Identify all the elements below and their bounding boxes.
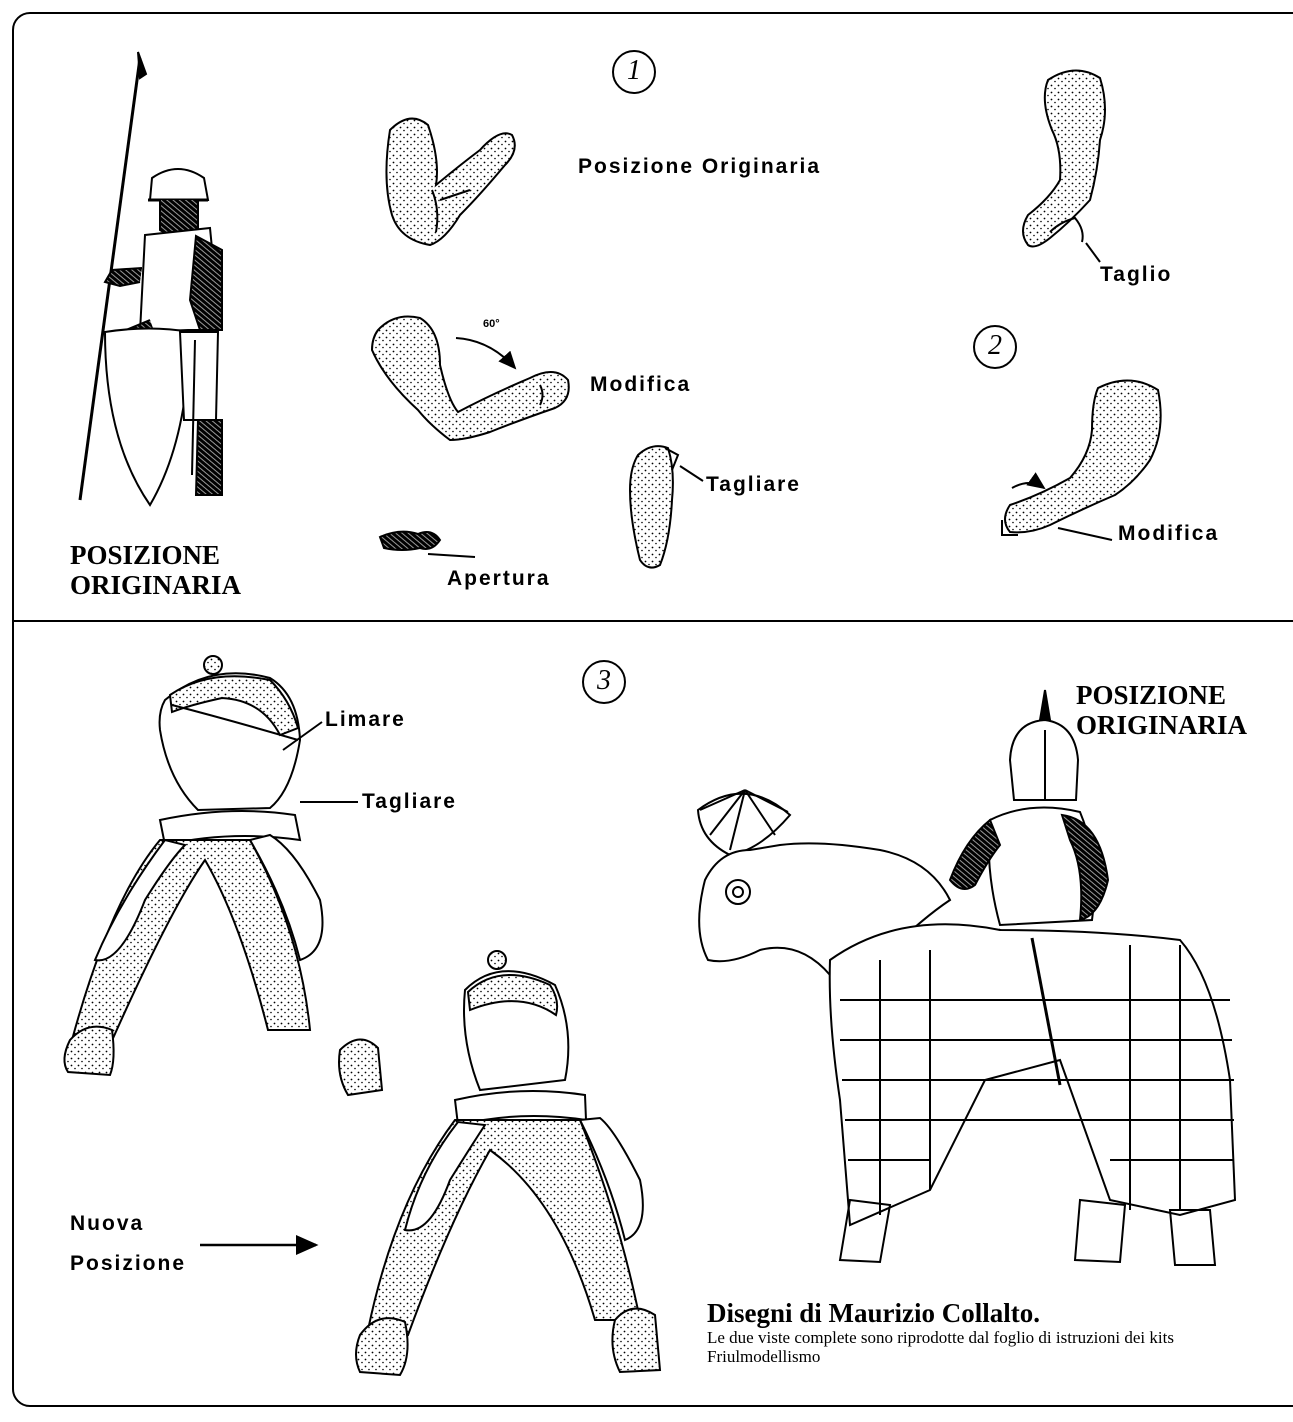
arm-original-right (1023, 70, 1105, 246)
label-nuova: Nuova (70, 1212, 144, 1236)
label-taglio: Taglio (1100, 263, 1172, 287)
taglio-pointer (1086, 243, 1100, 262)
label-posizione: Posizione (70, 1252, 186, 1276)
label-limare: Limare (325, 708, 406, 732)
rotation-arrow (456, 338, 515, 368)
standing-soldier (80, 52, 222, 505)
label-tagliare-top: Tagliare (706, 473, 801, 497)
label-modifica-right: Modifica (1118, 522, 1219, 546)
step-1-circle: 1 (612, 50, 656, 94)
step-2-circle: 2 (973, 325, 1017, 369)
soldier-caption: POSIZIONE ORIGINARIA (70, 540, 241, 600)
torso-new (356, 951, 660, 1375)
forearm-cut (630, 446, 678, 567)
step-3-circle: 3 (582, 660, 626, 704)
label-apertura: Apertura (447, 567, 551, 591)
modifica-pointer (1058, 528, 1112, 540)
mounted-knight (698, 690, 1235, 1265)
label-angle: 60° (483, 318, 500, 330)
arm-original (386, 119, 514, 245)
credit-text: Le due viste complete sono riprodotte da… (707, 1328, 1277, 1366)
label-posizione-originaria: Posizione Originaria (578, 155, 821, 179)
arm-modified-right (1002, 380, 1161, 535)
tagliare-pointer (680, 466, 703, 481)
label-tagliare-bottom: Tagliare (362, 790, 457, 814)
credit-title: Disegni di Maurizio Collalto. (707, 1298, 1277, 1328)
rider-caption: POSIZIONE ORIGINARIA (1076, 680, 1247, 740)
label-modifica-left: Modifica (590, 373, 691, 397)
apertura-detail (380, 532, 440, 550)
arm-modified-left (372, 317, 569, 441)
rotate-arrow-right (1012, 483, 1044, 488)
credit-block: Disegni di Maurizio Collalto. Le due vis… (707, 1298, 1277, 1366)
apertura-pointer (428, 554, 475, 557)
